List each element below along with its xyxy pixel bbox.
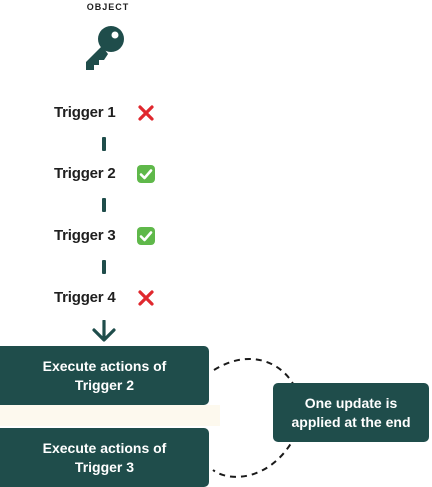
connector-line xyxy=(102,260,106,274)
action-box-trigger-2: Execute actions of Trigger 2 xyxy=(0,346,209,405)
red-cross-icon xyxy=(138,105,154,121)
arrow-down-icon xyxy=(92,320,116,342)
update-note-label: One update is applied at the end xyxy=(291,394,411,430)
key-icon xyxy=(86,26,124,70)
trigger-1: Trigger 1 xyxy=(54,101,116,123)
object-header-label: OBJECT xyxy=(86,2,130,12)
trigger-1-label: Trigger 1 xyxy=(54,103,116,121)
trigger-2-label: Trigger 2 xyxy=(54,164,116,182)
green-check-icon xyxy=(137,165,155,183)
action-box-trigger-3: Execute actions of Trigger 3 xyxy=(0,428,209,487)
trigger-4: Trigger 4 xyxy=(54,286,116,308)
separator-band xyxy=(0,405,220,426)
red-cross-icon xyxy=(138,290,154,306)
green-check-icon xyxy=(137,227,155,245)
action-box-label: Execute actions of Trigger 2 xyxy=(42,357,167,393)
trigger-4-label: Trigger 4 xyxy=(54,288,116,306)
action-box-label: Execute actions of Trigger 3 xyxy=(42,439,167,475)
update-note-box: One update is applied at the end xyxy=(273,383,429,442)
connector-line xyxy=(102,137,106,151)
trigger-2: Trigger 2 xyxy=(54,162,116,184)
connector-line xyxy=(102,198,106,212)
trigger-3-label: Trigger 3 xyxy=(54,226,116,244)
trigger-3: Trigger 3 xyxy=(54,224,116,246)
